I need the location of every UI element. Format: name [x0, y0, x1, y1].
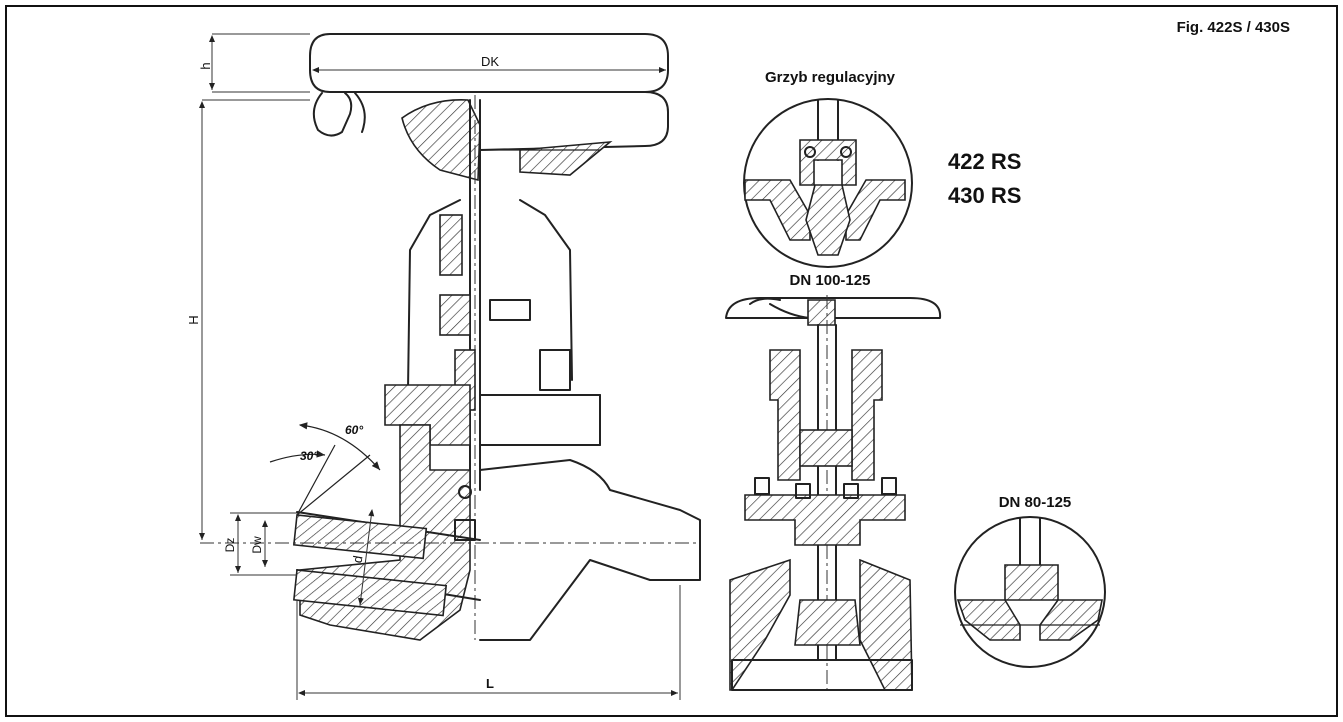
frame-border: [5, 5, 1338, 717]
dim-h-label: h: [198, 62, 213, 69]
angle-30-label: 30°: [300, 449, 318, 463]
dim-Dw-label: Dw: [250, 536, 264, 554]
handwheel-hub: [401, 99, 481, 182]
yoke-right: [519, 199, 573, 381]
dim-d-label: d: [350, 554, 366, 564]
handwheel-spoke: [519, 140, 613, 176]
angle-60-label: 60°: [345, 423, 363, 437]
valve-body-outline: [479, 459, 701, 641]
dim-DK-label: DK: [481, 54, 499, 69]
dimensions: [199, 33, 681, 700]
model-422rs-label: 422 RS: [948, 149, 1021, 174]
main-valve: [200, 33, 701, 641]
figure-label: Fig. 422S / 430S: [1177, 19, 1290, 36]
detail-regulating-plug: [743, 98, 913, 268]
detail-dn100-valve: [725, 295, 942, 691]
model-430rs-label: 430 RS: [948, 183, 1021, 208]
dim-Dz-label: Dz: [223, 538, 237, 553]
detail-dn80-plug: [954, 516, 1106, 668]
handwheel-lower: [329, 91, 669, 151]
dim-H-label: H: [186, 315, 201, 324]
yoke-bushing: [439, 214, 463, 276]
detail-dn100-title: DN 100-125: [790, 272, 871, 289]
dim-L-label: L: [486, 676, 494, 691]
bolt-nut: [539, 349, 571, 391]
detail-dn80-title: DN 80-125: [999, 494, 1072, 511]
detail-regulating-title: Grzyb regulacyjny: [765, 69, 896, 86]
